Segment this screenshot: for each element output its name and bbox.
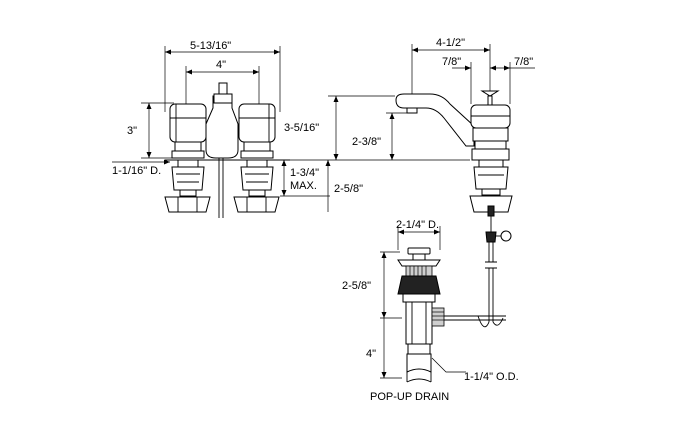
- drain-flange-diameter-label: 2-1/4" D.: [396, 219, 439, 231]
- side-spout: [395, 93, 475, 147]
- side-offset-dimensions: 7/8" 7/8": [442, 56, 535, 104]
- drain-tailpiece-length-label: 4": [366, 348, 376, 360]
- front-left-shank: [164, 159, 211, 213]
- drain-tailpiece: [406, 343, 432, 383]
- pullrod-drop-label: 2-5/8": [334, 183, 363, 195]
- drain-caption: POP-UP DRAIN: [370, 391, 449, 403]
- drain-flange-diameter-dimension: 2-1/4" D.: [396, 219, 441, 250]
- deck-thickness-dimension: 1-3/4" MAX.: [280, 159, 470, 197]
- side-spout-clearance-label: 2-3/8": [352, 136, 381, 148]
- spout-height-label: 3-5/16": [284, 122, 319, 134]
- front-handle-height-dimension: 3": [127, 102, 174, 159]
- drain-body: [397, 275, 506, 345]
- drain-view: 2-1/4" D. 2-5/8" 4": [342, 219, 519, 403]
- deck-thickness-label: 1-3/4": [290, 167, 319, 179]
- front-spout-body: [205, 82, 239, 218]
- drain-tailpiece-length-dimension: 4": [366, 318, 402, 379]
- side-spout-reach-label: 4-1/2": [436, 37, 465, 49]
- drain-stopper: [397, 247, 441, 277]
- drain-tailpiece-od-callout: 1-1/4" O.D.: [431, 357, 519, 383]
- front-center-spacing-dimension: 4": [185, 59, 260, 104]
- front-right-shank: [233, 159, 280, 213]
- front-center-spacing-label: 4": [216, 59, 226, 71]
- side-shank: [469, 159, 513, 217]
- front-handle-height-label: 3": [127, 125, 137, 137]
- pullrod-drop-dimension: 2-5/8": [325, 160, 363, 212]
- drain-body-height-label: 2-5/8": [342, 280, 371, 292]
- side-aerator: [406, 107, 418, 114]
- side-lift-rod: [485, 216, 512, 322]
- front-left-handle: [169, 103, 207, 159]
- front-view: 5-13/16" 4" 3" 1-1/16" D.: [112, 40, 290, 218]
- side-spout-reach-dimension: 4-1/2": [411, 37, 491, 95]
- side-right-offset-label: 7/8": [514, 56, 533, 68]
- deck-thickness-note: MAX.: [290, 180, 317, 192]
- spout-height-dimension: 3-5/16": [284, 95, 395, 160]
- side-view: 4-1/2" 7/8" 7/8" 2-3/8": [352, 37, 535, 322]
- side-spout-clearance-dimension: 2-3/8": [352, 112, 412, 160]
- front-shank-height-dimension: 1-1/16" D.: [112, 159, 170, 177]
- drain-tailpiece-od-label: 1-1/4" O.D.: [464, 371, 519, 383]
- side-body: [470, 104, 511, 161]
- front-overall-width-dimension: 5-13/16": [164, 40, 281, 112]
- drain-body-height-dimension: 2-5/8": [342, 251, 402, 319]
- front-overall-width-label: 5-13/16": [190, 40, 231, 52]
- front-right-handle: [238, 103, 276, 159]
- side-left-offset-label: 7/8": [442, 56, 461, 68]
- side-lift-knob: [480, 90, 500, 106]
- front-shank-height-label: 1-1/16" D.: [112, 165, 161, 177]
